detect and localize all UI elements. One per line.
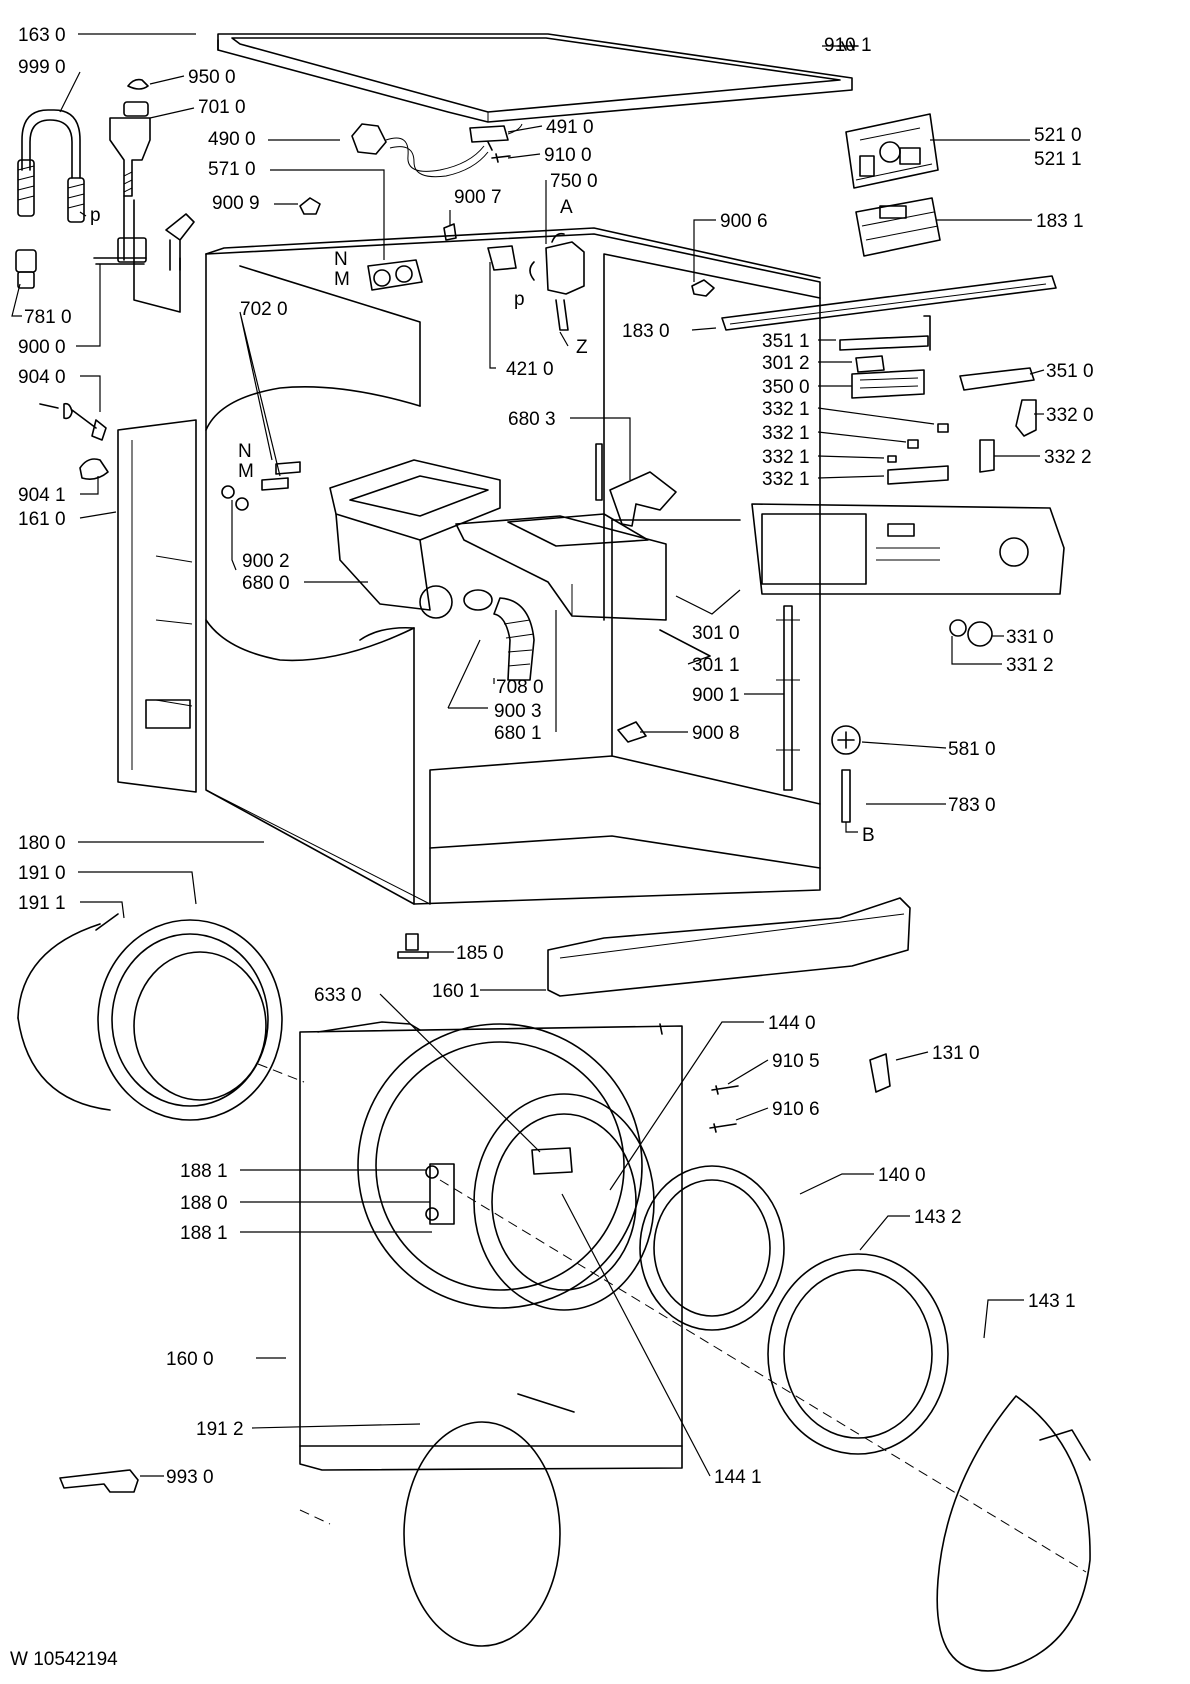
label-a: A bbox=[560, 197, 573, 218]
label-783-0: 783 0 bbox=[948, 795, 996, 816]
label-332-1-b: 332 1 bbox=[762, 423, 810, 444]
label-n-hose: N bbox=[238, 441, 252, 462]
label-p-suppressor: p bbox=[514, 289, 525, 310]
label-900-8: 900 8 bbox=[692, 723, 740, 744]
label-900-3: 900 3 bbox=[494, 701, 542, 722]
front-panel bbox=[299, 1021, 683, 1471]
label-m-hose: M bbox=[238, 461, 254, 482]
control-board bbox=[845, 113, 939, 189]
label-781-0: 781 0 bbox=[24, 307, 72, 328]
label-140-0: 140 0 bbox=[878, 1165, 926, 1186]
label-491-0: 491 0 bbox=[546, 117, 594, 138]
inlet-hose bbox=[15, 109, 85, 289]
label-950-0: 950 0 bbox=[188, 67, 236, 88]
door-seal bbox=[17, 913, 283, 1121]
label-910-0: 910 0 bbox=[544, 145, 592, 166]
label-350-0: 350 0 bbox=[762, 377, 810, 398]
label-680-1: 680 1 bbox=[494, 723, 542, 744]
label-332-1-a: 332 1 bbox=[762, 399, 810, 420]
label-701-0: 701 0 bbox=[198, 97, 246, 118]
label-144-0: 144 0 bbox=[768, 1013, 816, 1034]
label-633-0: 633 0 bbox=[314, 985, 362, 1006]
label-143-1: 143 1 bbox=[1028, 1291, 1076, 1312]
label-301-0: 301 0 bbox=[692, 623, 740, 644]
label-p-hose: p bbox=[90, 205, 101, 226]
label-904-0: 904 0 bbox=[18, 367, 66, 388]
label-910-5: 910 5 bbox=[772, 1051, 820, 1072]
label-188-1-a: 188 1 bbox=[180, 1161, 228, 1182]
display-module bbox=[855, 197, 941, 257]
door-frame bbox=[473, 1093, 655, 1311]
label-581-0: 581 0 bbox=[948, 739, 996, 760]
label-160-0: 160 0 bbox=[166, 1349, 214, 1370]
label-910-6: 910 6 bbox=[772, 1099, 820, 1120]
label-900-7: 900 7 bbox=[454, 187, 502, 208]
label-521-1: 521 1 bbox=[1034, 149, 1082, 170]
dispenser-drawer bbox=[455, 513, 667, 621]
label-m-valve: M bbox=[334, 269, 350, 290]
suppressor bbox=[487, 232, 585, 331]
top-cover bbox=[217, 33, 853, 123]
label-191-2: 191 2 bbox=[196, 1419, 244, 1440]
label-332-1-c: 332 1 bbox=[762, 447, 810, 468]
label-301-2: 301 2 bbox=[762, 353, 810, 374]
label-910-1: 910 1 bbox=[824, 35, 872, 56]
label-900-0: 900 0 bbox=[18, 337, 66, 358]
hose bbox=[463, 589, 535, 681]
label-183-0: 183 0 bbox=[622, 321, 670, 342]
label-188-1-b: 188 1 bbox=[180, 1223, 228, 1244]
label-332-1-d: 332 1 bbox=[762, 469, 810, 490]
label-301-1: 301 1 bbox=[692, 655, 740, 676]
label-904-1: 904 1 bbox=[18, 485, 66, 506]
label-331-2: 331 2 bbox=[1006, 655, 1054, 676]
side-panel bbox=[117, 419, 197, 793]
label-332-0: 332 0 bbox=[1046, 405, 1094, 426]
label-183-1: 183 1 bbox=[1036, 211, 1084, 232]
label-750-0: 750 0 bbox=[550, 171, 598, 192]
label-163-0: 163 0 bbox=[18, 25, 66, 46]
label-993-0: 993 0 bbox=[166, 1467, 214, 1488]
label-191-1: 191 1 bbox=[18, 893, 66, 914]
label-521-0: 521 0 bbox=[1034, 125, 1082, 146]
label-332-2: 332 2 bbox=[1044, 447, 1092, 468]
document-code: W 10542194 bbox=[10, 1649, 118, 1670]
label-900-1: 900 1 bbox=[692, 685, 740, 706]
label-702-0: 702 0 bbox=[240, 299, 288, 320]
air-trap bbox=[93, 101, 195, 313]
label-331-0: 331 0 bbox=[1006, 627, 1054, 648]
label-180-0: 180 0 bbox=[18, 833, 66, 854]
inlet-valve bbox=[367, 259, 423, 291]
label-490-0: 490 0 bbox=[208, 129, 256, 150]
label-160-1: 160 1 bbox=[432, 981, 480, 1002]
label-571-0: 571 0 bbox=[208, 159, 256, 180]
power-cord bbox=[351, 123, 523, 178]
label-999-0: 999 0 bbox=[18, 57, 66, 78]
detergent-dispenser bbox=[329, 459, 501, 619]
label-708-0: 708 0 bbox=[496, 677, 544, 698]
label-144-1: 144 1 bbox=[714, 1467, 762, 1488]
label-143-2: 143 2 bbox=[914, 1207, 962, 1228]
label-z: Z bbox=[576, 337, 588, 358]
label-n-valve: N bbox=[334, 249, 348, 270]
label-680-0: 680 0 bbox=[242, 573, 290, 594]
label-351-0: 351 0 bbox=[1046, 361, 1094, 382]
label-161-0: 161 0 bbox=[18, 509, 66, 530]
label-421-0: 421 0 bbox=[506, 359, 554, 380]
label-351-1: 351 1 bbox=[762, 331, 810, 352]
label-900-6: 900 6 bbox=[720, 211, 768, 232]
label-900-2: 900 2 bbox=[242, 551, 290, 572]
label-188-0: 188 0 bbox=[180, 1193, 228, 1214]
label-680-3: 680 3 bbox=[508, 409, 556, 430]
leader-lines bbox=[11, 33, 1045, 1477]
label-191-0: 191 0 bbox=[18, 863, 66, 884]
control-panel bbox=[751, 503, 1065, 595]
label-131-0: 131 0 bbox=[932, 1043, 980, 1064]
label-b: B bbox=[862, 825, 875, 846]
label-185-0: 185 0 bbox=[456, 943, 504, 964]
cabinet bbox=[205, 227, 821, 905]
label-900-9: 900 9 bbox=[212, 193, 260, 214]
